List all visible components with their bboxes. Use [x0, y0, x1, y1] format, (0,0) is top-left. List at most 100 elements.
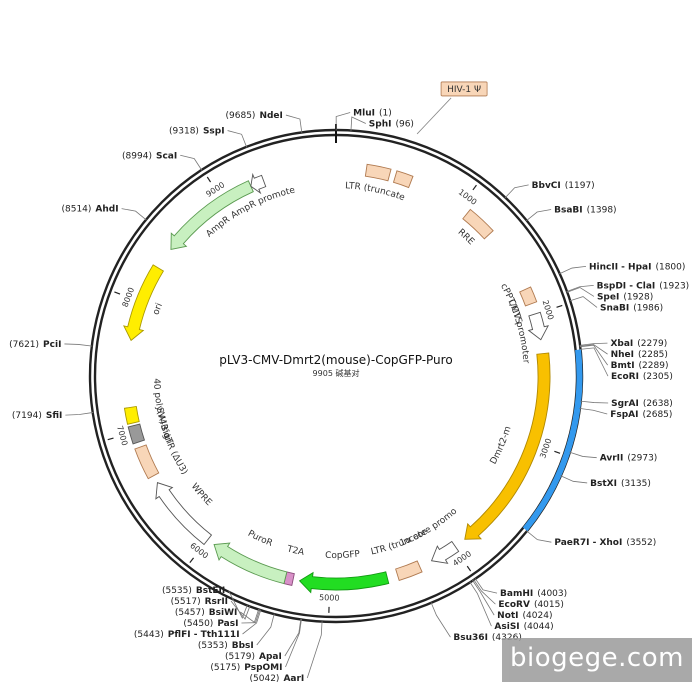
site-bstxi[interactable]: BstXI(3135) — [560, 475, 651, 489]
site-avrii[interactable]: AvrII(2973) — [569, 451, 658, 464]
site-name: PaeR7I - XhoI — [554, 538, 622, 548]
site-position: (1) — [379, 109, 392, 119]
site-bsabi[interactable]: BsaBI(1398) — [526, 205, 617, 222]
site-rsrii[interactable]: (5517) RsrII — [171, 597, 251, 620]
site-position: (8994) — [122, 151, 152, 161]
site-position: (7194) — [12, 411, 42, 421]
feature-label: ori — [151, 302, 165, 317]
site-position: (1197) — [565, 181, 595, 191]
ruler-tick — [107, 437, 114, 441]
ruler-tick-label: 1000 — [457, 188, 479, 207]
site-position: (5175) — [210, 663, 240, 673]
site-fspai[interactable]: FspAI(2685) — [579, 408, 672, 420]
site-bspdi-clai[interactable]: BspDI - ClaI(1923) — [566, 281, 690, 292]
site-bsiwi[interactable]: (5457) BsiWI — [175, 608, 260, 623]
site-ecorv[interactable]: EcoRV(4015) — [473, 579, 564, 610]
site-name: BbvCI — [532, 181, 561, 191]
site-scai[interactable]: (8994) ScaI — [122, 151, 203, 171]
site-name: PspOMI — [244, 663, 282, 673]
site-bsteii[interactable]: (5535)BstEII — [162, 586, 248, 619]
site-name: BsaBI — [554, 205, 583, 215]
feature-label: 5' LTR (truncated) — [0, 0, 429, 558]
site-position: (2285) — [638, 350, 668, 360]
site-position: (7621) — [9, 340, 39, 350]
site-leader — [65, 412, 94, 416]
site-name: ScaI — [156, 151, 177, 161]
site-name: SgrAI — [611, 399, 639, 409]
site-name: PasI — [217, 619, 238, 629]
center-labels: pLV3-CMV-Dmrt2(mouse)-CopGFP-Puro 9905 碱… — [219, 353, 452, 378]
site-leader — [335, 112, 351, 131]
site-sfii[interactable]: (7194)SfiI — [12, 411, 94, 421]
site-leader — [580, 347, 609, 377]
site-name: BamHI — [500, 589, 533, 599]
feature-shape — [123, 405, 140, 425]
site-position: (2305) — [643, 372, 673, 382]
site-bbsi[interactable]: (5353)BbsI — [198, 613, 275, 651]
site-label: (8514)AhdI — [61, 205, 118, 215]
site-position: (5042) — [250, 674, 280, 684]
site-name: BsiWI — [209, 608, 238, 618]
site-pcii[interactable]: (7621)PciI — [9, 340, 93, 350]
feature-label-path: WPRE — [189, 482, 214, 508]
site-leader — [180, 154, 203, 171]
feature-label: 5' LTR (truncated) — [0, 0, 406, 204]
feature-shape — [127, 423, 145, 445]
site-spei[interactable]: SpeI(1928) — [566, 287, 653, 303]
site-label: AvrII(2973) — [600, 454, 658, 464]
site-bamhi[interactable]: BamHI (4003) — [474, 578, 567, 599]
site-sgrai[interactable]: SgrAI(2638) — [580, 399, 673, 409]
site-position: (5457) — [175, 608, 205, 618]
site-aari[interactable]: (5042)AarI — [250, 621, 323, 684]
site-label: SgrAI(2638) — [611, 399, 673, 409]
site-sphi[interactable]: SphI(96) — [350, 116, 414, 131]
site-label: SnaBI(1986) — [600, 303, 663, 313]
feature-label-path: 5' LTR (truncated) — [0, 0, 429, 558]
site-paer7i-xhoi[interactable]: PaeR7I - XhoI(3552) — [526, 530, 657, 548]
ruler-tick — [466, 565, 472, 572]
feature-5-ltr-truncated: 5' LTR (truncated) — [0, 0, 406, 204]
feature-label: EF-1α core promoter — [0, 0, 460, 549]
site-label: (7194)SfiI — [12, 411, 62, 421]
site-leader — [285, 114, 303, 133]
callout-box — [440, 81, 488, 97]
site-name: RsrII — [205, 597, 228, 607]
site-name: SpeI — [597, 292, 619, 302]
site-pflfi-tth111i[interactable]: (5443)PflFI - Tth111I — [134, 609, 262, 640]
site-label: (5443)PflFI - Tth111I — [134, 630, 240, 640]
site-label: (5535)BstEII — [162, 586, 225, 596]
site-ecori[interactable]: EcoRI(2305) — [580, 347, 673, 382]
site-nhei[interactable]: NheI(2285) — [579, 344, 668, 361]
site-mlui[interactable]: MluI(1) — [335, 109, 392, 131]
feature-shape — [155, 482, 213, 546]
site-pasi[interactable]: (5450)PasI — [183, 609, 261, 629]
site-name: ApaI — [259, 652, 282, 662]
site-sspi[interactable]: (9318)SspI — [169, 127, 248, 148]
site-bmti[interactable]: BmtI (2289) — [579, 344, 669, 371]
site-name: BstXI — [590, 479, 617, 489]
site-leader — [284, 618, 302, 657]
feature-annotations: 5' LTR (truncated)HIV-1 ΨRREcPPT/CTSCMV … — [0, 0, 551, 594]
site-snabi[interactable]: SnaBI(1986) — [569, 296, 663, 314]
site-position: (4003) — [537, 589, 567, 599]
site-leader — [227, 589, 248, 619]
feature-shape — [134, 444, 160, 480]
feature-shape — [464, 352, 551, 540]
site-position: (5353) — [198, 641, 228, 651]
site-label: NotI(4024) — [497, 611, 552, 621]
site-noti[interactable]: NotI(4024) — [472, 579, 552, 621]
site-asisi[interactable]: AsiSI(4044) — [469, 581, 554, 632]
site-hincii-hpai[interactable]: HincII - HpaI(1800) — [559, 262, 685, 275]
site-position: (2289) — [639, 361, 669, 371]
site-position: (5517) — [171, 597, 201, 607]
site-label: BsaBI(1398) — [554, 205, 616, 215]
site-pspomi[interactable]: (5175) PspOMI — [210, 619, 302, 673]
site-bbvci[interactable]: BbvCI (1197) — [504, 181, 595, 199]
site-ahdi[interactable]: (8514)AhdI — [61, 205, 147, 221]
site-leader — [285, 619, 302, 668]
site-apai[interactable]: (5179) ApaI — [225, 618, 302, 662]
site-name: BmtI — [611, 361, 635, 371]
site-ndei[interactable]: (9685)NdeI — [226, 111, 303, 133]
site-position: (5179) — [225, 652, 255, 662]
site-xbai[interactable]: XbaI(2279) — [579, 339, 668, 349]
